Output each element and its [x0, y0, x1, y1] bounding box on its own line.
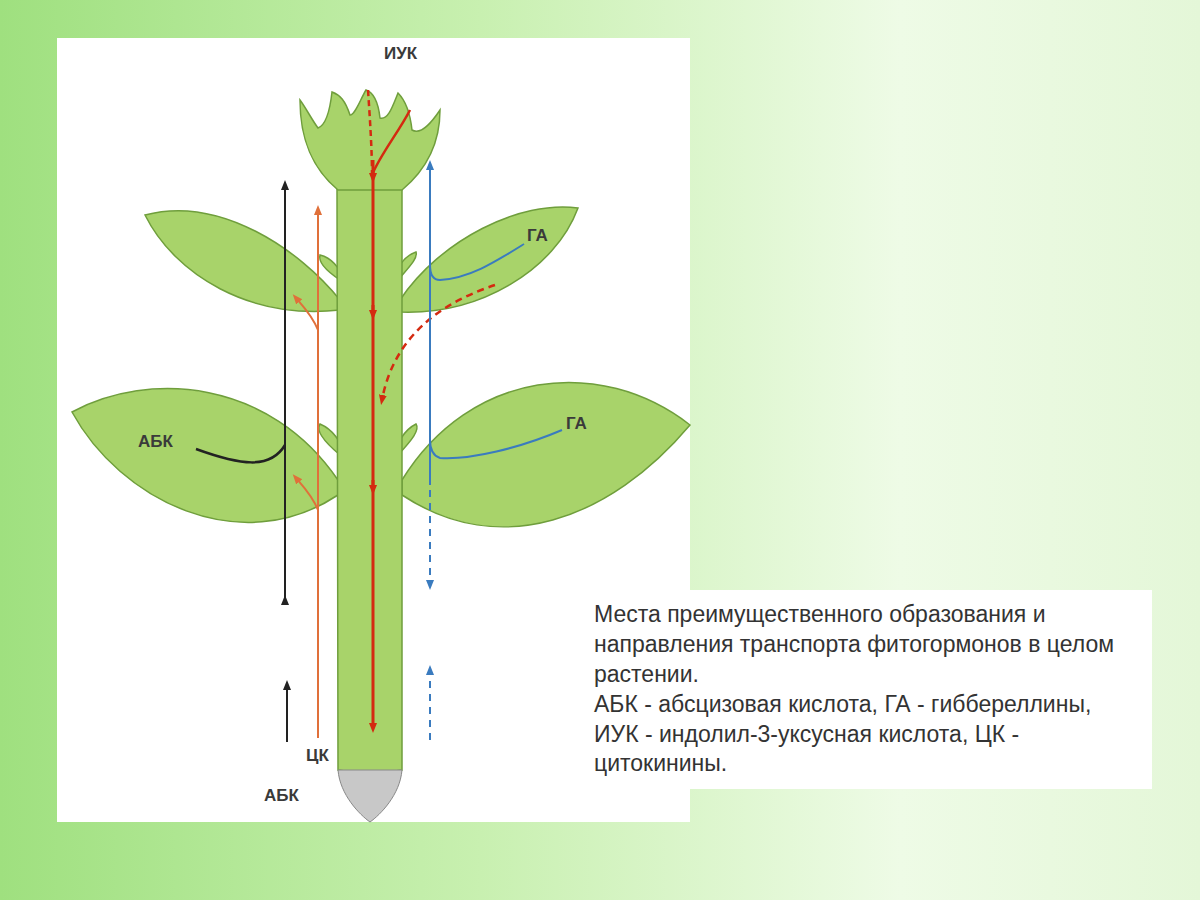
caption-box: Места преимущественного образования и на… — [580, 590, 1152, 789]
hormone-label: ЦК — [306, 746, 329, 766]
legend-text: АБК - абсцизовая кислота, ГА - гибберелл… — [594, 690, 1138, 780]
hormone-label: АБК — [264, 786, 299, 806]
hormone-label: АБК — [138, 432, 173, 452]
hormone-label: ГА — [527, 226, 548, 246]
caption-text: Места преимущественного образования и на… — [594, 600, 1138, 690]
hormone-label: ГА — [566, 414, 587, 434]
hormone-label: ИУК — [384, 44, 417, 64]
